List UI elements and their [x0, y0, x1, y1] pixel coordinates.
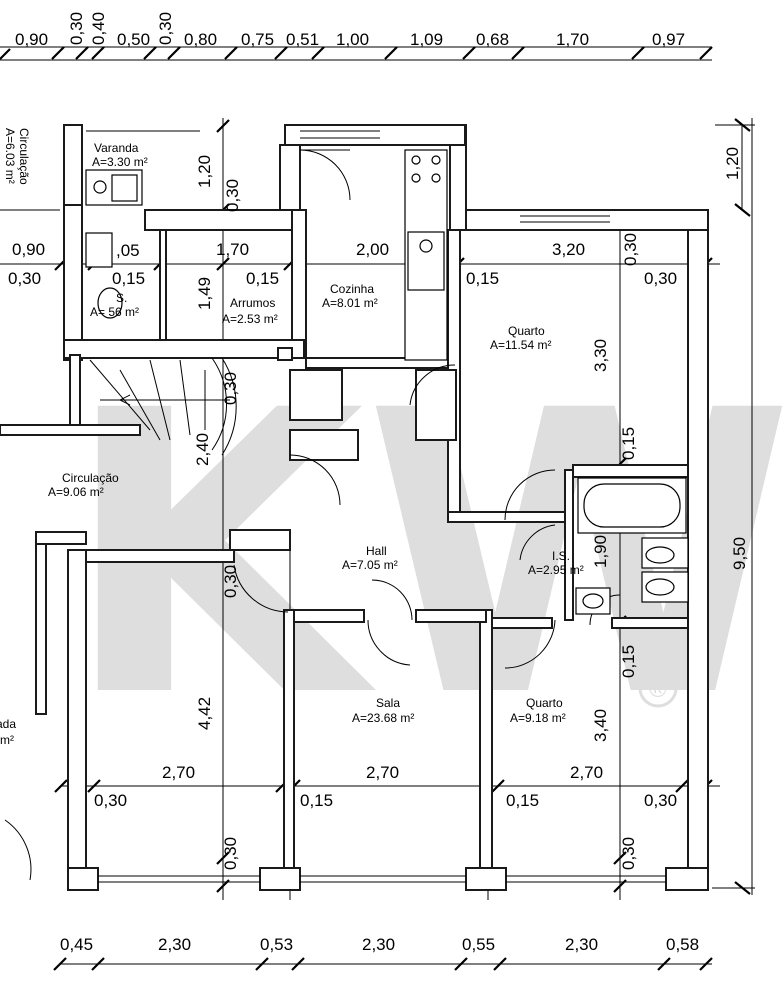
dim-b-030a: 0,30 — [94, 791, 127, 810]
dim-varanda-gap: 0,30 — [223, 179, 242, 212]
dim-bottom-2: 2,30 — [158, 935, 191, 954]
dim-bottom-1: 0,45 — [60, 935, 93, 954]
dim-q1-320: 3,20 — [552, 240, 585, 259]
room-name-is: I.S. — [552, 549, 570, 563]
room-name-hall: Hall — [366, 544, 387, 558]
dim-q2-340: 3,40 — [591, 709, 610, 742]
room-area-arrumos: A=2.53 m² — [222, 312, 278, 326]
dimension-lines — [0, 46, 755, 965]
dim-q1-030a: 0,30 — [621, 233, 640, 266]
room-area-cozinha: A=8.01 m² — [322, 296, 378, 310]
dim-top-4: 0,50 — [117, 30, 150, 49]
room-area-sala: A=23.68 m² — [352, 711, 414, 725]
dim-arr-149: 1,49 — [195, 277, 214, 310]
dim-stair-240: 2,40 — [193, 433, 212, 466]
top-dimension-labels: 0,90 0,30 0,40 0,50 0,30 0,80 0,75 0,51 … — [15, 12, 685, 49]
room-area-quarto1: A=11.54 m² — [490, 338, 551, 352]
dim-b-030b: 0,30 — [644, 791, 677, 810]
dim-width-3: 2,70 — [570, 763, 603, 782]
dim-top-5: 0,30 — [156, 12, 175, 45]
room-name-cozinha: Cozinha — [330, 282, 374, 296]
dim-bottom-5: 0,55 — [462, 935, 495, 954]
dim-coz-200: 2,00 — [356, 240, 389, 259]
doors — [4, 149, 621, 881]
dim-b-030d: 0,30 — [619, 837, 638, 870]
room-area-quarto2: A=9.18 m² — [510, 711, 566, 725]
dim-is-190: 1,90 — [591, 535, 610, 568]
right-dimension-labels: 9,50 1,20 — [723, 147, 749, 570]
dim-top-11: 0,68 — [476, 30, 509, 49]
dim-width-1: 2,70 — [162, 763, 195, 782]
staircase — [89, 357, 237, 456]
dim-b-030c: 0,30 — [221, 837, 240, 870]
dim-coz-015: 0,15 — [466, 269, 499, 288]
dim-top-13: 0,97 — [652, 30, 685, 49]
washbasin — [85, 232, 113, 268]
room-name-circ-top: Circulação — [17, 128, 31, 185]
dim-q2-015: 0,15 — [619, 645, 638, 678]
dim-varanda-h: 1,20 — [195, 155, 214, 188]
dim-arr-015: 0,15 — [246, 269, 279, 288]
dim-width-2: 2,70 — [366, 763, 399, 782]
dim-top-1: 0,90 — [15, 30, 48, 49]
room-area-circulacao: A=9.06 m² — [48, 485, 104, 499]
washer-icon — [111, 174, 138, 202]
dim-top-12: 1,70 — [556, 30, 589, 49]
dim-q1-030b: 0,30 — [644, 269, 677, 288]
dim-top-8: 0,51 — [286, 30, 319, 49]
dim-wc-015: 0,15 — [112, 269, 145, 288]
room-name-quarto1: Quarto — [508, 324, 545, 338]
registered-mark-ring — [638, 668, 678, 708]
dim-top-2: 0,30 — [67, 12, 86, 45]
walls — [0, 124, 709, 891]
registered-mark: ® — [649, 676, 667, 703]
room-area-varanda: A=3.30 m² — [92, 155, 148, 169]
fixtures — [85, 149, 689, 615]
dim-top-3: 0,40 — [89, 12, 108, 45]
room-name-varanda: Varanda — [94, 141, 139, 155]
dim-left-030: 0,30 — [8, 269, 41, 288]
dim-b-015b: 0,15 — [506, 791, 539, 810]
kitchen-sink — [407, 231, 445, 291]
windows — [86, 130, 666, 883]
room-name-wc-small: S. — [116, 291, 127, 305]
dim-right-total: 9,50 — [730, 537, 749, 570]
room-area-circ-top: A=6.03 m² — [3, 128, 17, 184]
room-area-side-left: m² — [0, 733, 14, 747]
dim-q1-330: 3,30 — [591, 339, 610, 372]
dim-bottom-3: 0,53 — [260, 935, 293, 954]
room-area-is: A=2.95 m² — [528, 563, 584, 577]
interior-dimension-labels: 1,20 0,30 0,90 0,30 ,05 0,15 1,70 1,49 0… — [8, 155, 677, 870]
dim-top-10: 1,09 — [410, 30, 443, 49]
room-name-arrumos: Arrumos — [230, 296, 275, 310]
dim-top-9: 1,00 — [336, 30, 369, 49]
room-name-sala: Sala — [376, 696, 400, 710]
room-name-side-left: ada — [0, 717, 16, 731]
dim-bottom-6: 2,30 — [565, 935, 598, 954]
toilet — [97, 287, 123, 319]
dim-top-6: 0,80 — [184, 30, 217, 49]
room-name-circulacao: Circulação — [62, 471, 119, 485]
dim-stair-030: 0,30 — [221, 372, 240, 405]
dim-bottom-4: 2,30 — [362, 935, 395, 954]
dim-bottom-7: 0,58 — [666, 935, 699, 954]
bottom-dimension-labels: 0,45 2,30 0,53 2,30 0,55 2,30 0,58 — [60, 935, 699, 954]
room-area-hall: A=7.05 m² — [342, 558, 398, 572]
room-labels: Varanda A=3.30 m² Circulação A=6.03 m² S… — [0, 128, 584, 747]
dim-b-015a: 0,15 — [300, 791, 333, 810]
dim-hall-030: 0,30 — [221, 565, 240, 598]
dim-sala-442: 4,42 — [195, 697, 214, 730]
room-name-quarto2: Quarto — [526, 696, 563, 710]
dim-arr-170: 1,70 — [216, 240, 249, 259]
room-area-wc-small: A= 56 m² — [90, 305, 139, 319]
dim-left-090: 0,90 — [12, 240, 45, 259]
dim-right-top: 1,20 — [723, 147, 742, 180]
dim-wc-105: ,05 — [116, 241, 140, 260]
dim-top-7: 0,75 — [241, 30, 274, 49]
dim-q1-015: 0,15 — [619, 427, 638, 460]
